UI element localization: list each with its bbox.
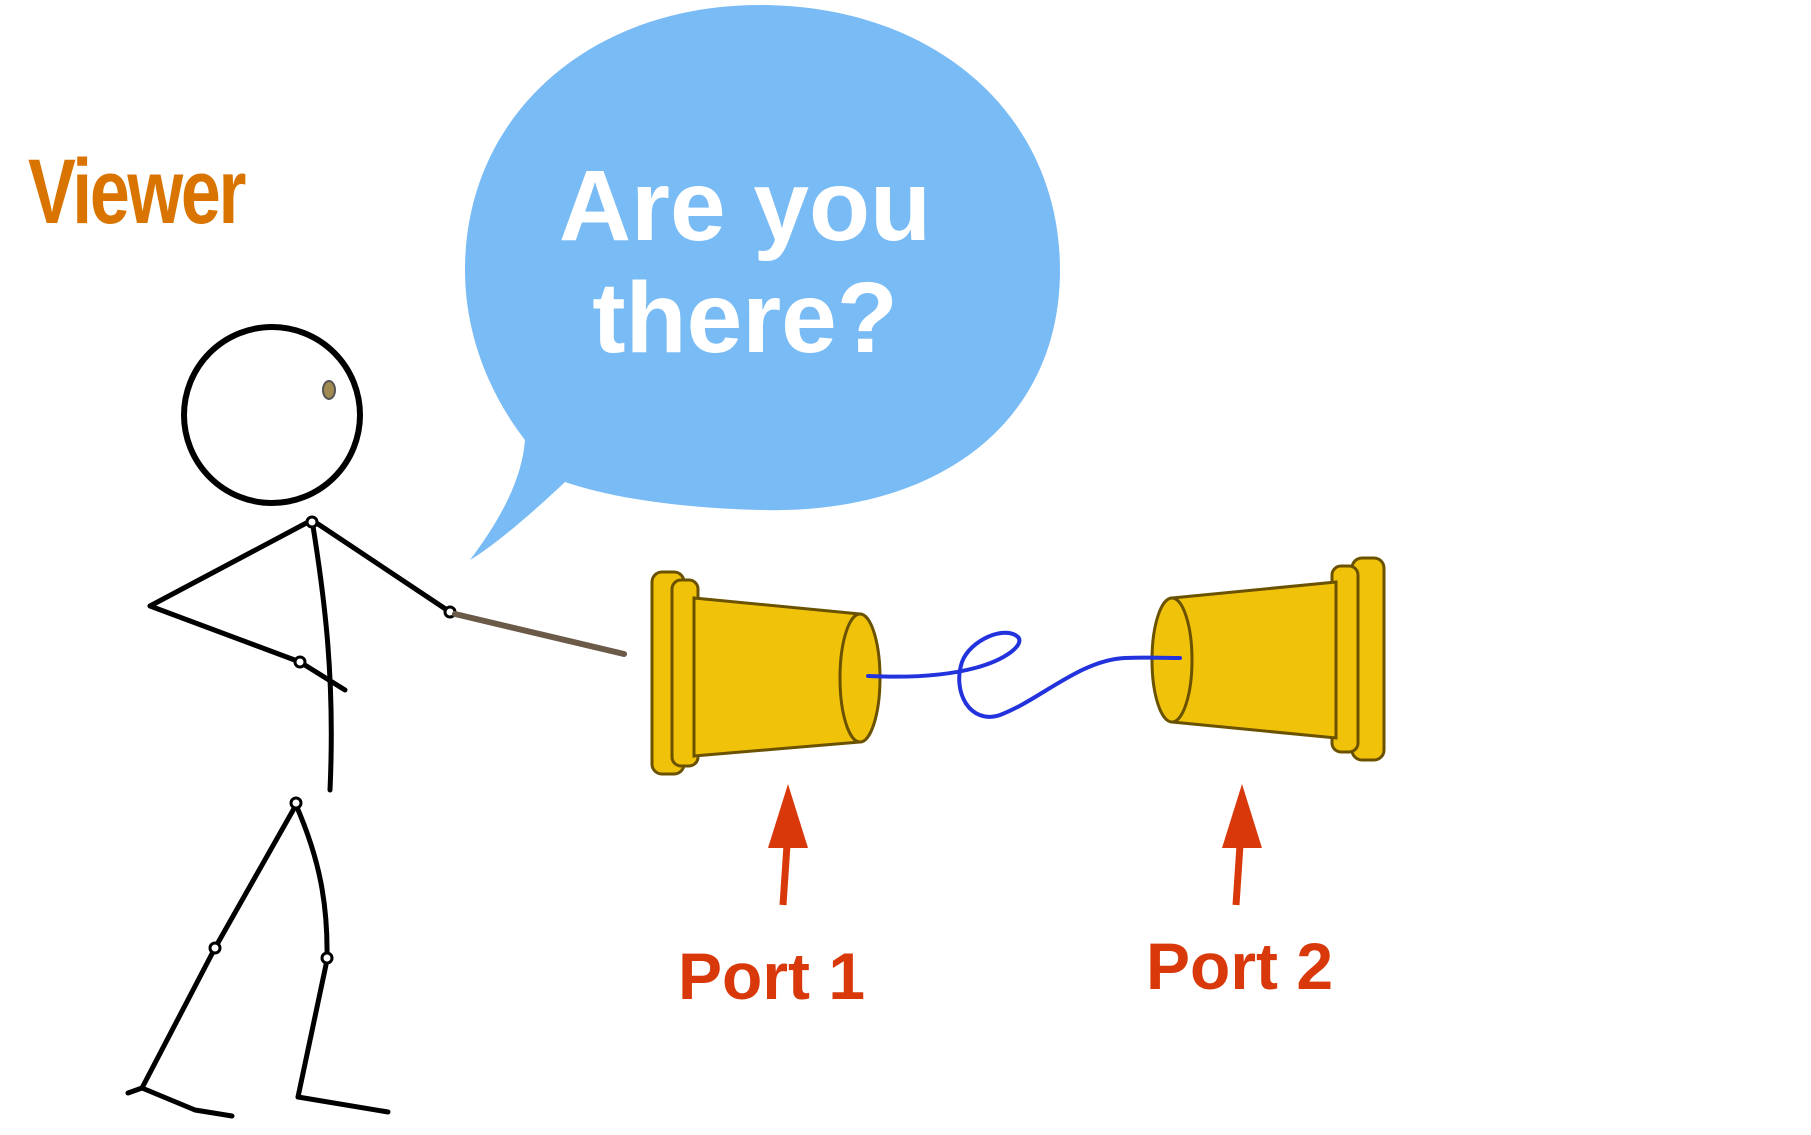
port-1-arrow-icon (768, 784, 808, 906)
viewer-label: Viewer (28, 141, 246, 243)
figure-right-foot (295, 1094, 391, 1115)
speech-bubble-shape (465, 5, 1060, 560)
figure-stick (452, 611, 627, 657)
figure-right-arm (309, 517, 453, 615)
cup-port-1-icon (650, 570, 882, 776)
figure-eye (322, 380, 336, 400)
figure-joints (208, 515, 457, 965)
cup-2-bottom (1150, 596, 1194, 724)
cup-port-2-icon (1150, 556, 1386, 762)
figure-right-leg (293, 802, 330, 1100)
figure-head (181, 324, 363, 506)
stick-figure-icon (125, 324, 627, 1119)
speech-bubble-text: Are you there? (445, 150, 1045, 374)
port-2-label: Port 2 (1146, 929, 1334, 1003)
speech-bubble-line-2: there? (592, 262, 898, 374)
cup-2-body (1170, 580, 1338, 740)
figure-left-forearm (147, 603, 348, 693)
port-1-label: Port 1 (678, 939, 866, 1013)
figure-left-upper-arm (147, 517, 315, 609)
speech-bubble-line-1: Are you (558, 150, 932, 262)
figure-torso (309, 517, 334, 793)
cup-string (866, 630, 1182, 719)
speech-bubble (465, 5, 1060, 560)
port-2-arrow-icon (1222, 784, 1262, 906)
cup-1-body (692, 596, 862, 758)
figure-left-foot (125, 1085, 235, 1119)
